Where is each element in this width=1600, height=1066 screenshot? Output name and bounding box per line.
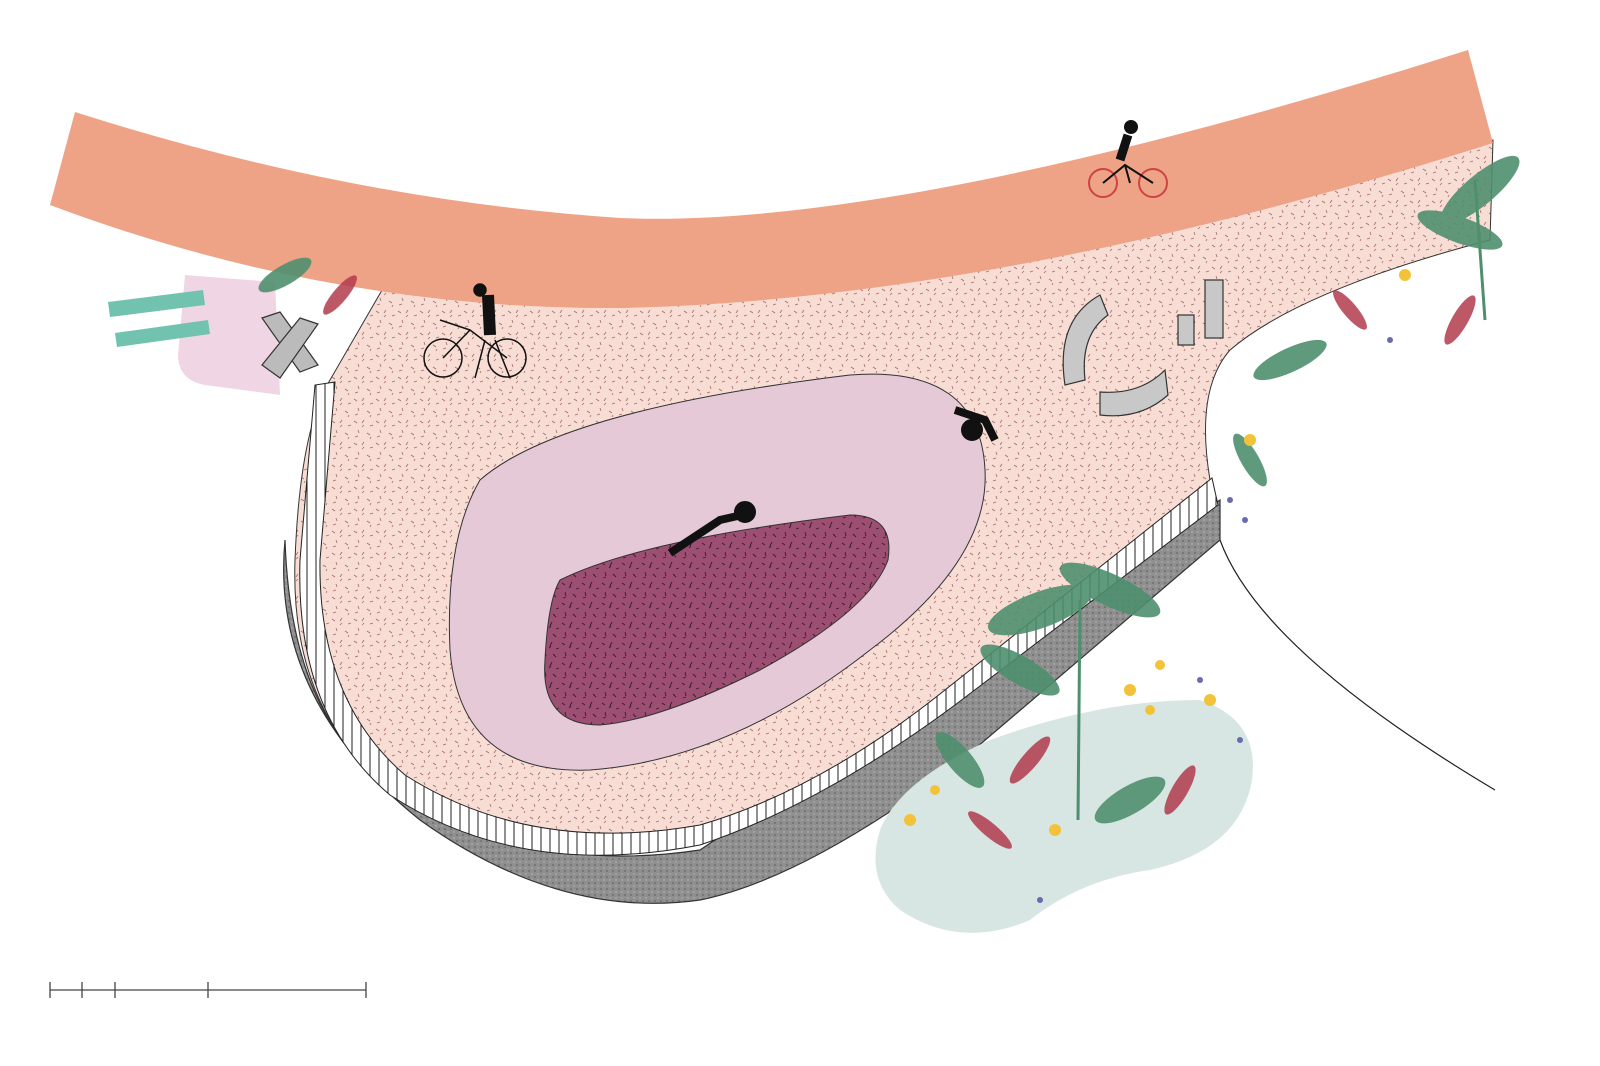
curved-bench xyxy=(1062,279,1224,417)
entrance-sign xyxy=(108,275,319,395)
scale-bar xyxy=(49,982,367,998)
teal-bar xyxy=(108,290,205,317)
path-edge-line xyxy=(1219,539,1496,791)
x-bench xyxy=(261,311,319,379)
skater xyxy=(953,406,999,442)
plants xyxy=(258,155,1520,903)
pedestrian-with-bike xyxy=(423,283,527,379)
railing xyxy=(299,381,1219,856)
bike-lane xyxy=(50,50,1493,309)
skate-bowl-inner xyxy=(544,514,890,726)
cyclist xyxy=(1088,120,1168,198)
skater xyxy=(667,501,756,557)
teal-bar xyxy=(115,320,210,347)
